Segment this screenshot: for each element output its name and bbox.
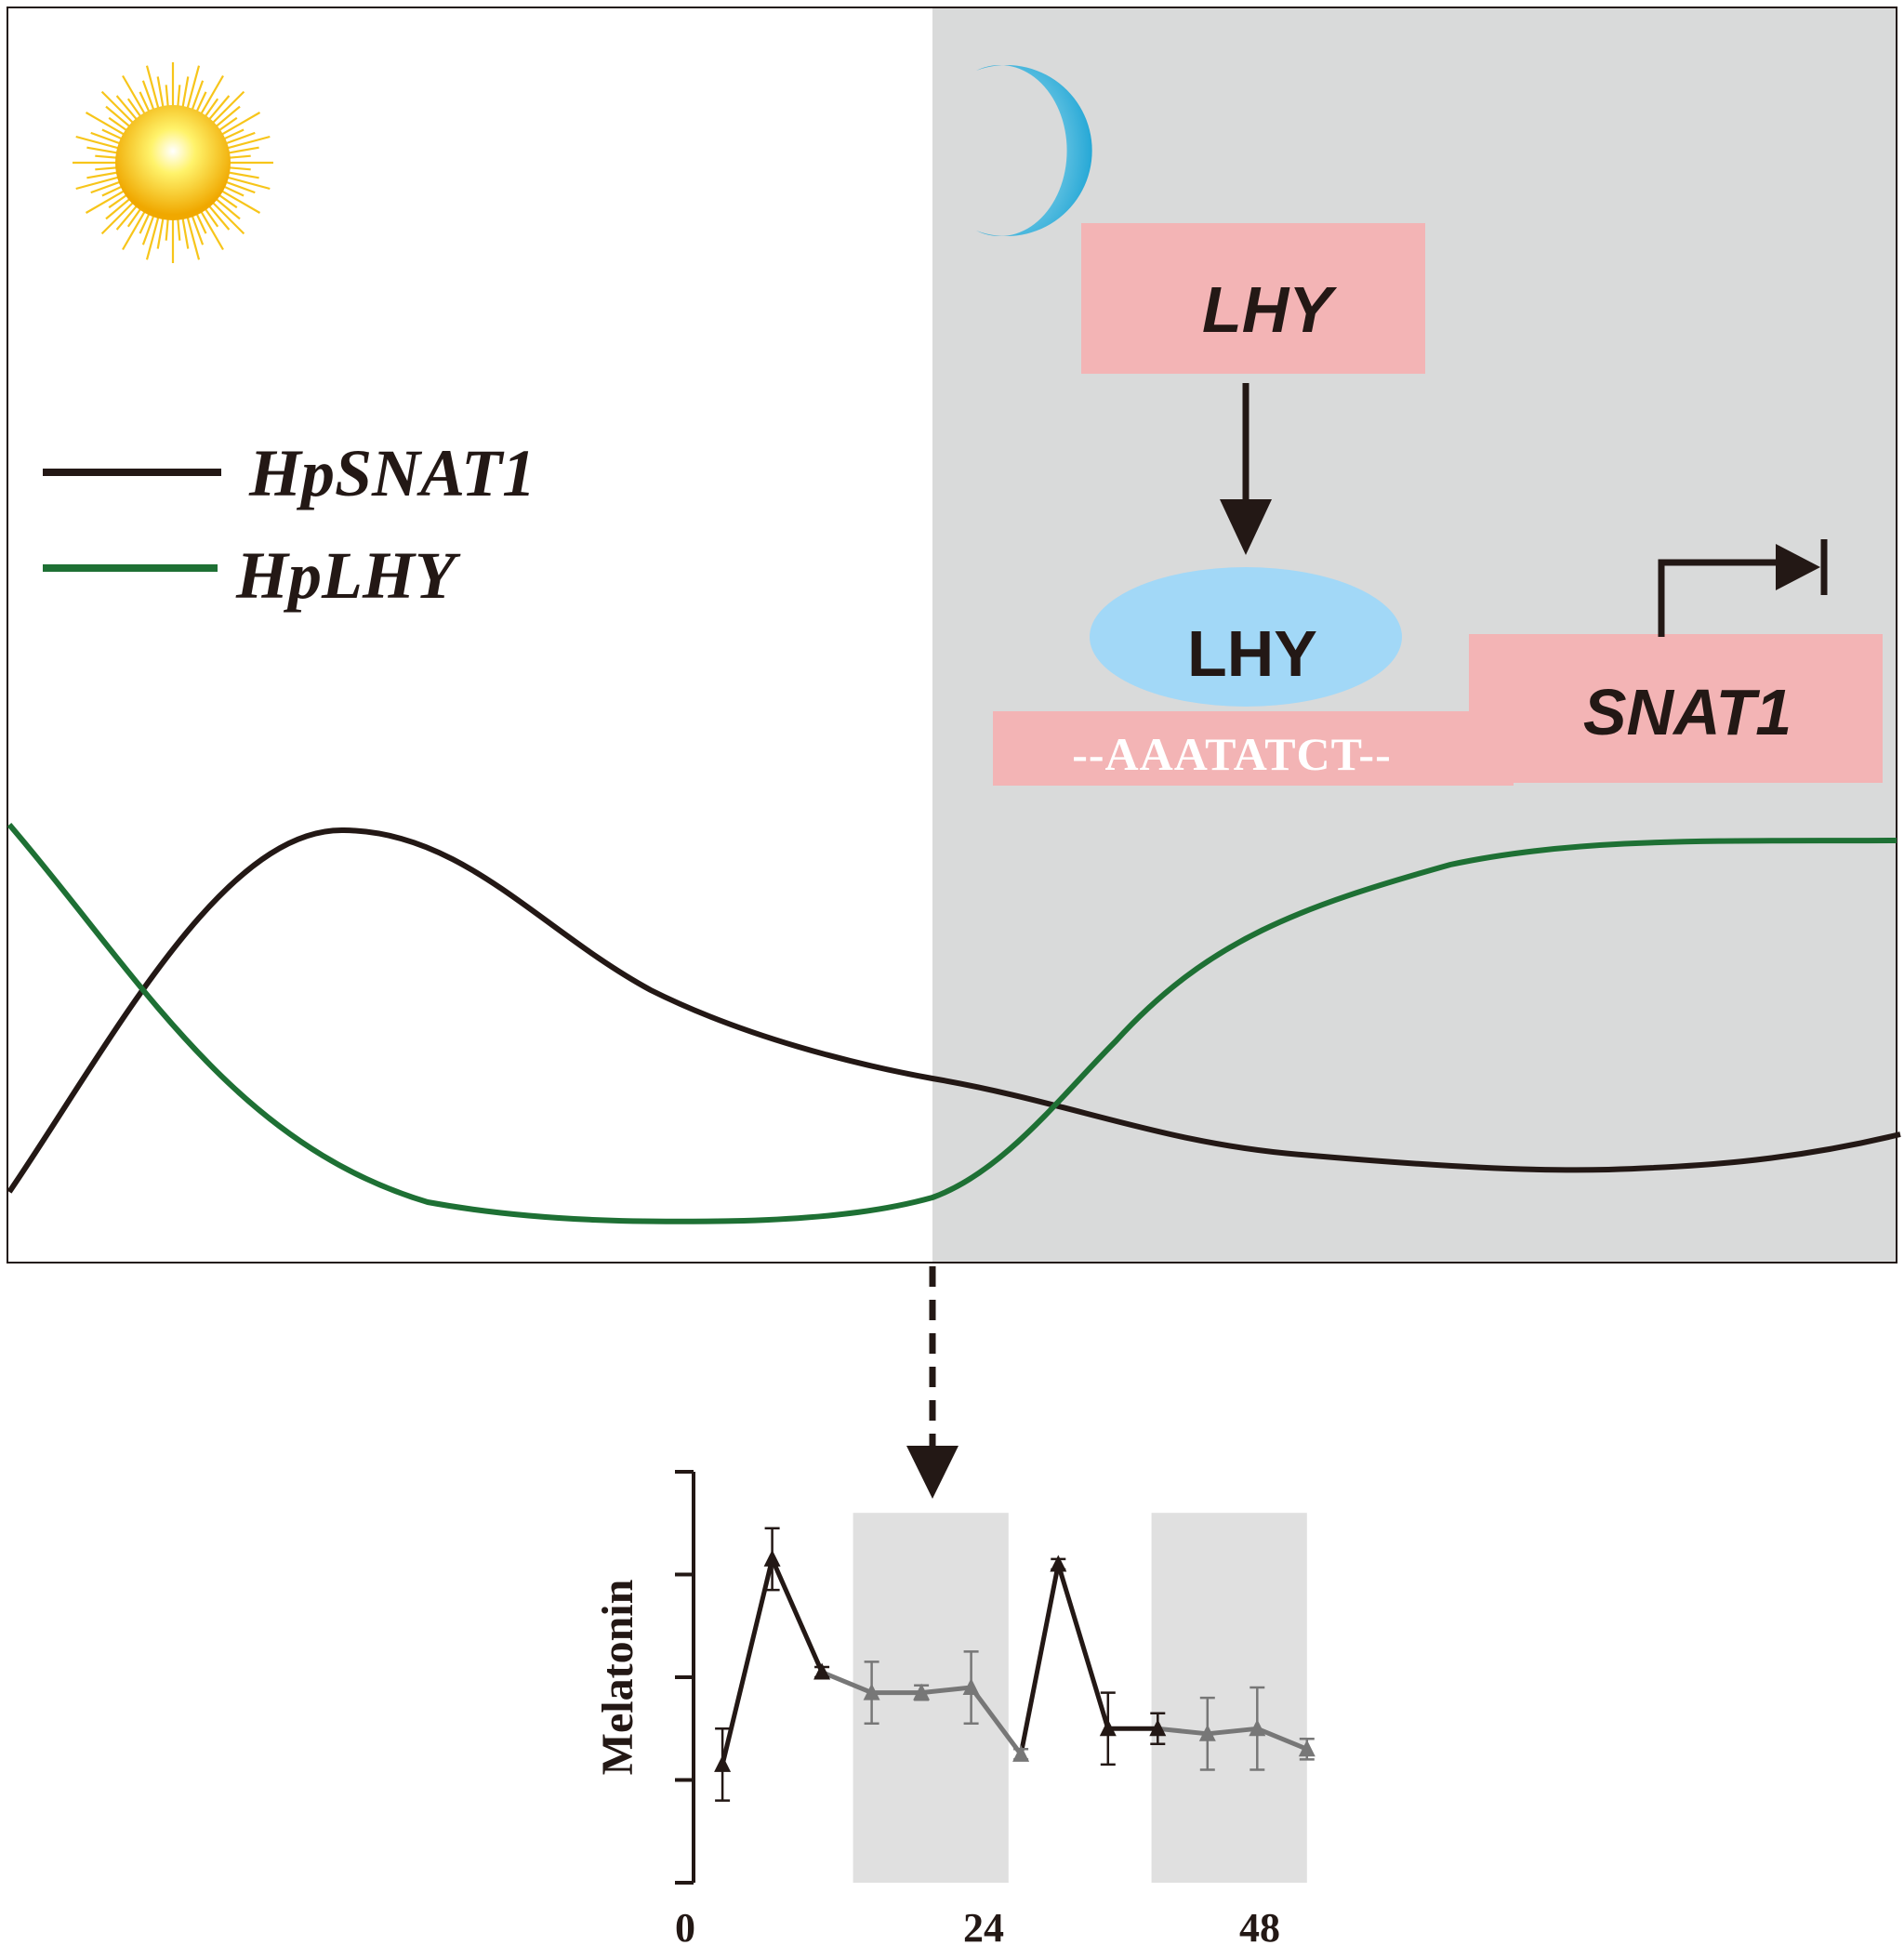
inset-x-tick-48: 48	[1239, 1905, 1280, 1945]
legend: HpSNAT1 HpLHY	[43, 436, 536, 613]
legend-label-hplhy: HpLHY	[235, 538, 461, 613]
inset-data-point	[1050, 1555, 1067, 1572]
lhy-gene-box	[1081, 223, 1425, 374]
inset-x-tick-24: 24	[963, 1905, 1004, 1945]
expression-arrow-head	[1220, 499, 1272, 555]
sun-icon	[73, 62, 273, 263]
inset-data-point	[1099, 1719, 1117, 1737]
lhy-protein	[1090, 567, 1402, 707]
inset-y-axis-label: Melatonin	[593, 1580, 642, 1776]
inset-data-point	[1298, 1740, 1316, 1757]
inset-line-segment	[821, 1670, 873, 1695]
inset-data-point	[1012, 1744, 1030, 1762]
inset-data-point	[714, 1754, 732, 1772]
inset-data-point	[1149, 1719, 1167, 1737]
connector-arrow-head	[906, 1446, 959, 1499]
inset-x-tick-0: 0	[675, 1905, 695, 1945]
mechanism: LHY LHY --AAATATCT-- SNAT1	[993, 223, 1883, 786]
panel-border	[7, 7, 1897, 1264]
snat1-gene-box	[1469, 634, 1883, 783]
inset-data-point	[1198, 1724, 1216, 1741]
inset-line-segment	[1055, 1563, 1111, 1730]
inset-line-segment	[770, 1557, 825, 1674]
inset-data-point	[863, 1683, 880, 1700]
melatonin-inset-chart: Melatonin 0 24 48	[593, 1470, 1316, 1945]
inset-line-segment	[1018, 1564, 1061, 1755]
inset-line-segment	[969, 1686, 1024, 1756]
inset-line-segment	[720, 1558, 775, 1766]
inset-data-point	[1249, 1719, 1266, 1737]
snat1-gene-label: SNAT1	[1583, 676, 1792, 748]
binding-motif-label: --AAATATCT--	[1072, 728, 1391, 780]
transcription-start-arrow	[1658, 559, 1790, 637]
inset-night-shade-2	[1151, 1513, 1307, 1883]
inset-line-segment	[1207, 1726, 1258, 1737]
inset-line-segment	[1256, 1726, 1308, 1752]
moon-icon	[976, 65, 1092, 236]
lhy-gene-label: LHY	[1202, 273, 1337, 346]
promoter-bar	[993, 711, 1514, 786]
lhy-protein-label: LHY	[1187, 617, 1317, 690]
inset-line-segment	[920, 1685, 972, 1696]
inset-data-point	[913, 1683, 931, 1700]
inset-line-segment	[1157, 1726, 1209, 1737]
inset-data-point	[763, 1549, 781, 1567]
inset-data-point	[813, 1662, 831, 1680]
hpsnat1-curve	[7, 827, 1901, 1194]
hplhy-curve	[7, 823, 1897, 1224]
inset-data-point	[962, 1678, 980, 1695]
transcription-arrow-head	[1776, 544, 1820, 590]
expression-curves	[7, 823, 1901, 1224]
legend-label-hpsnat1: HpSNAT1	[248, 436, 536, 510]
inset-night-shade-1	[853, 1513, 1009, 1883]
